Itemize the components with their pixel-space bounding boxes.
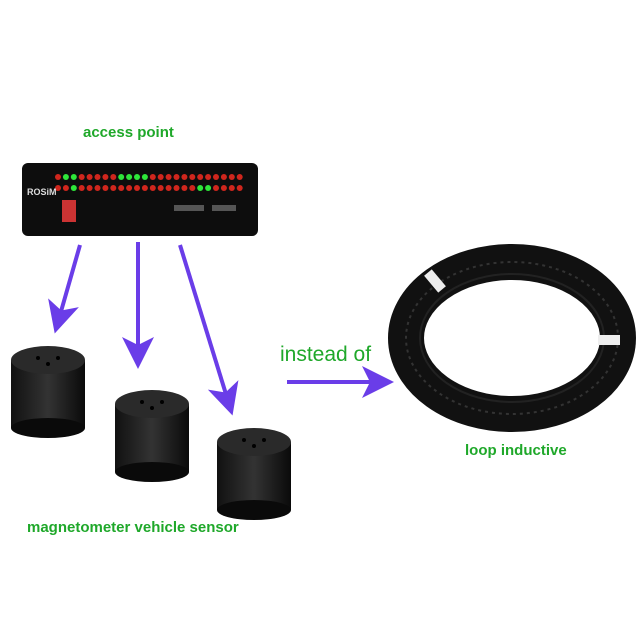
led [102,185,109,191]
led [236,185,243,191]
led [55,185,61,191]
led [228,174,235,180]
access-point-device: ROSiM [22,163,258,236]
instead-of-label: instead of [280,343,372,366]
led [62,174,69,180]
magnetometer-sensors [11,346,291,520]
led [220,185,227,191]
led [189,174,196,180]
led [157,174,164,180]
sensor-unit [217,428,291,520]
led [197,185,204,191]
led [55,174,61,180]
led [141,174,148,180]
led [149,185,156,191]
led [220,174,227,180]
led [70,185,77,191]
dip-switch [62,200,76,222]
led [189,185,196,191]
access-point-label: access point [83,124,174,141]
led [165,174,172,180]
led [78,174,85,180]
led [126,174,133,180]
led [157,185,164,191]
sensor-unit [115,390,189,482]
led [110,185,117,191]
led [70,174,77,180]
sensor-label: magnetometer vehicle sensor [27,519,239,536]
led [213,185,219,191]
led [94,174,101,180]
led [165,185,172,191]
led [197,174,204,180]
led [213,174,219,180]
led [118,174,125,180]
led [173,174,180,180]
sensor-unit [11,346,85,438]
device-brand: ROSiM [27,187,57,197]
led [86,185,93,191]
led [173,185,180,191]
led [149,174,156,180]
loop-inductive-label: loop inductive [465,442,567,459]
arrows [48,242,394,416]
led [118,185,125,191]
led [94,185,101,191]
led [181,185,188,191]
led [205,185,212,191]
led [134,174,140,180]
led [62,185,69,191]
led [205,174,212,180]
led [236,174,243,180]
led [86,174,93,180]
loop-coil [388,244,636,432]
led [102,174,109,180]
led [181,174,188,180]
led [126,185,133,191]
arrow-3 [178,244,239,416]
led [141,185,148,191]
led [134,185,140,191]
led [78,185,85,191]
led [110,174,117,180]
arrow-1 [48,244,82,334]
led [228,185,235,191]
